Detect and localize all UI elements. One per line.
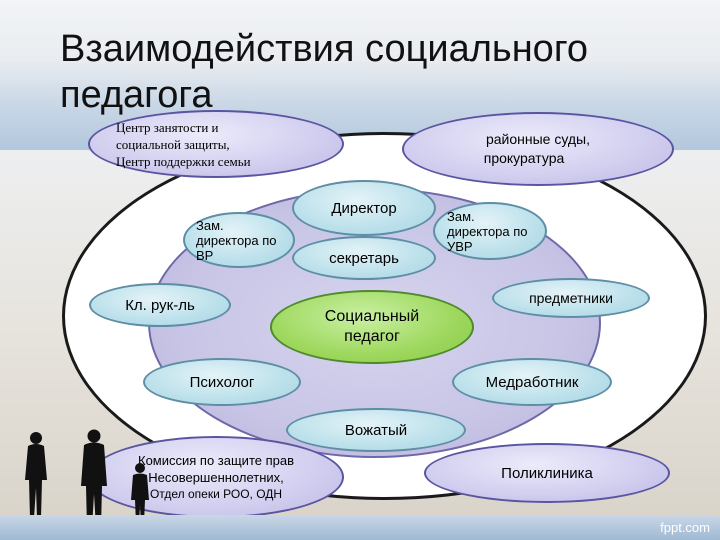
courts-line1: районные суды, [485,131,591,147]
node-deputy-uvr[interactable]: Зам. директора по УВР [433,202,547,260]
node-medical-worker[interactable]: Медработник [452,358,612,406]
node-secretary[interactable]: секретарь [292,236,436,280]
node-subject-teachers-label: предметники [529,290,613,306]
employment-center-line2: социальной защиты, [116,136,230,152]
courts-line2: прокуратура [483,150,565,166]
node-class-teachers-label: Кл. рук-ль [125,296,195,314]
commission-line1: Комиссия по защите прав [138,452,294,468]
node-counselor[interactable]: Вожатый [286,408,466,452]
commission-line3: Отдел опеки РОО, ОДН [149,486,283,501]
node-deputy-uvr-label: Зам. директора по УВР [447,208,528,254]
node-class-teachers[interactable]: Кл. рук-ль [89,283,231,327]
node-subject-teachers[interactable]: предметники [492,278,650,318]
node-deputy-vr[interactable]: Зам. директора по ВР [183,212,295,268]
node-courts[interactable]: районные суды, прокуратура [402,112,674,186]
node-psychologist-label: Психолог [189,373,255,391]
node-social-pedagogue[interactable]: Социальный педагог [270,290,474,364]
node-counselor-label: Вожатый [344,421,408,439]
node-psychologist[interactable]: Психолог [143,358,301,406]
slide-title: Взаимодействия социального педагога [60,28,588,116]
employment-center-line1: Центр занятости и [116,119,219,135]
node-commission[interactable]: Комиссия по защите прав Несовершеннолетн… [88,436,344,518]
node-clinic[interactable]: Поликлиника [424,443,670,503]
people-silhouettes-icon [24,429,149,535]
commission-line2: Несовершеннолетних, [148,469,284,485]
node-social-pedagogue-label: Социальный педагог [324,308,420,345]
node-medical-worker-label: Медработник [485,373,579,391]
footer-brand: fppt.com [660,520,710,535]
node-deputy-vr-label: Зам. директора по ВР [196,217,277,263]
node-employment-center[interactable]: Центр занятости и социальной защиты, Цен… [88,110,344,178]
node-clinic-label: Поликлиника [501,464,593,482]
footer-band [0,515,720,540]
employment-center-line3: Центр поддержки семьи [116,153,251,169]
node-director-label: Директор [331,199,397,217]
node-director[interactable]: Директор [292,180,436,236]
node-secretary-label: секретарь [329,249,399,267]
